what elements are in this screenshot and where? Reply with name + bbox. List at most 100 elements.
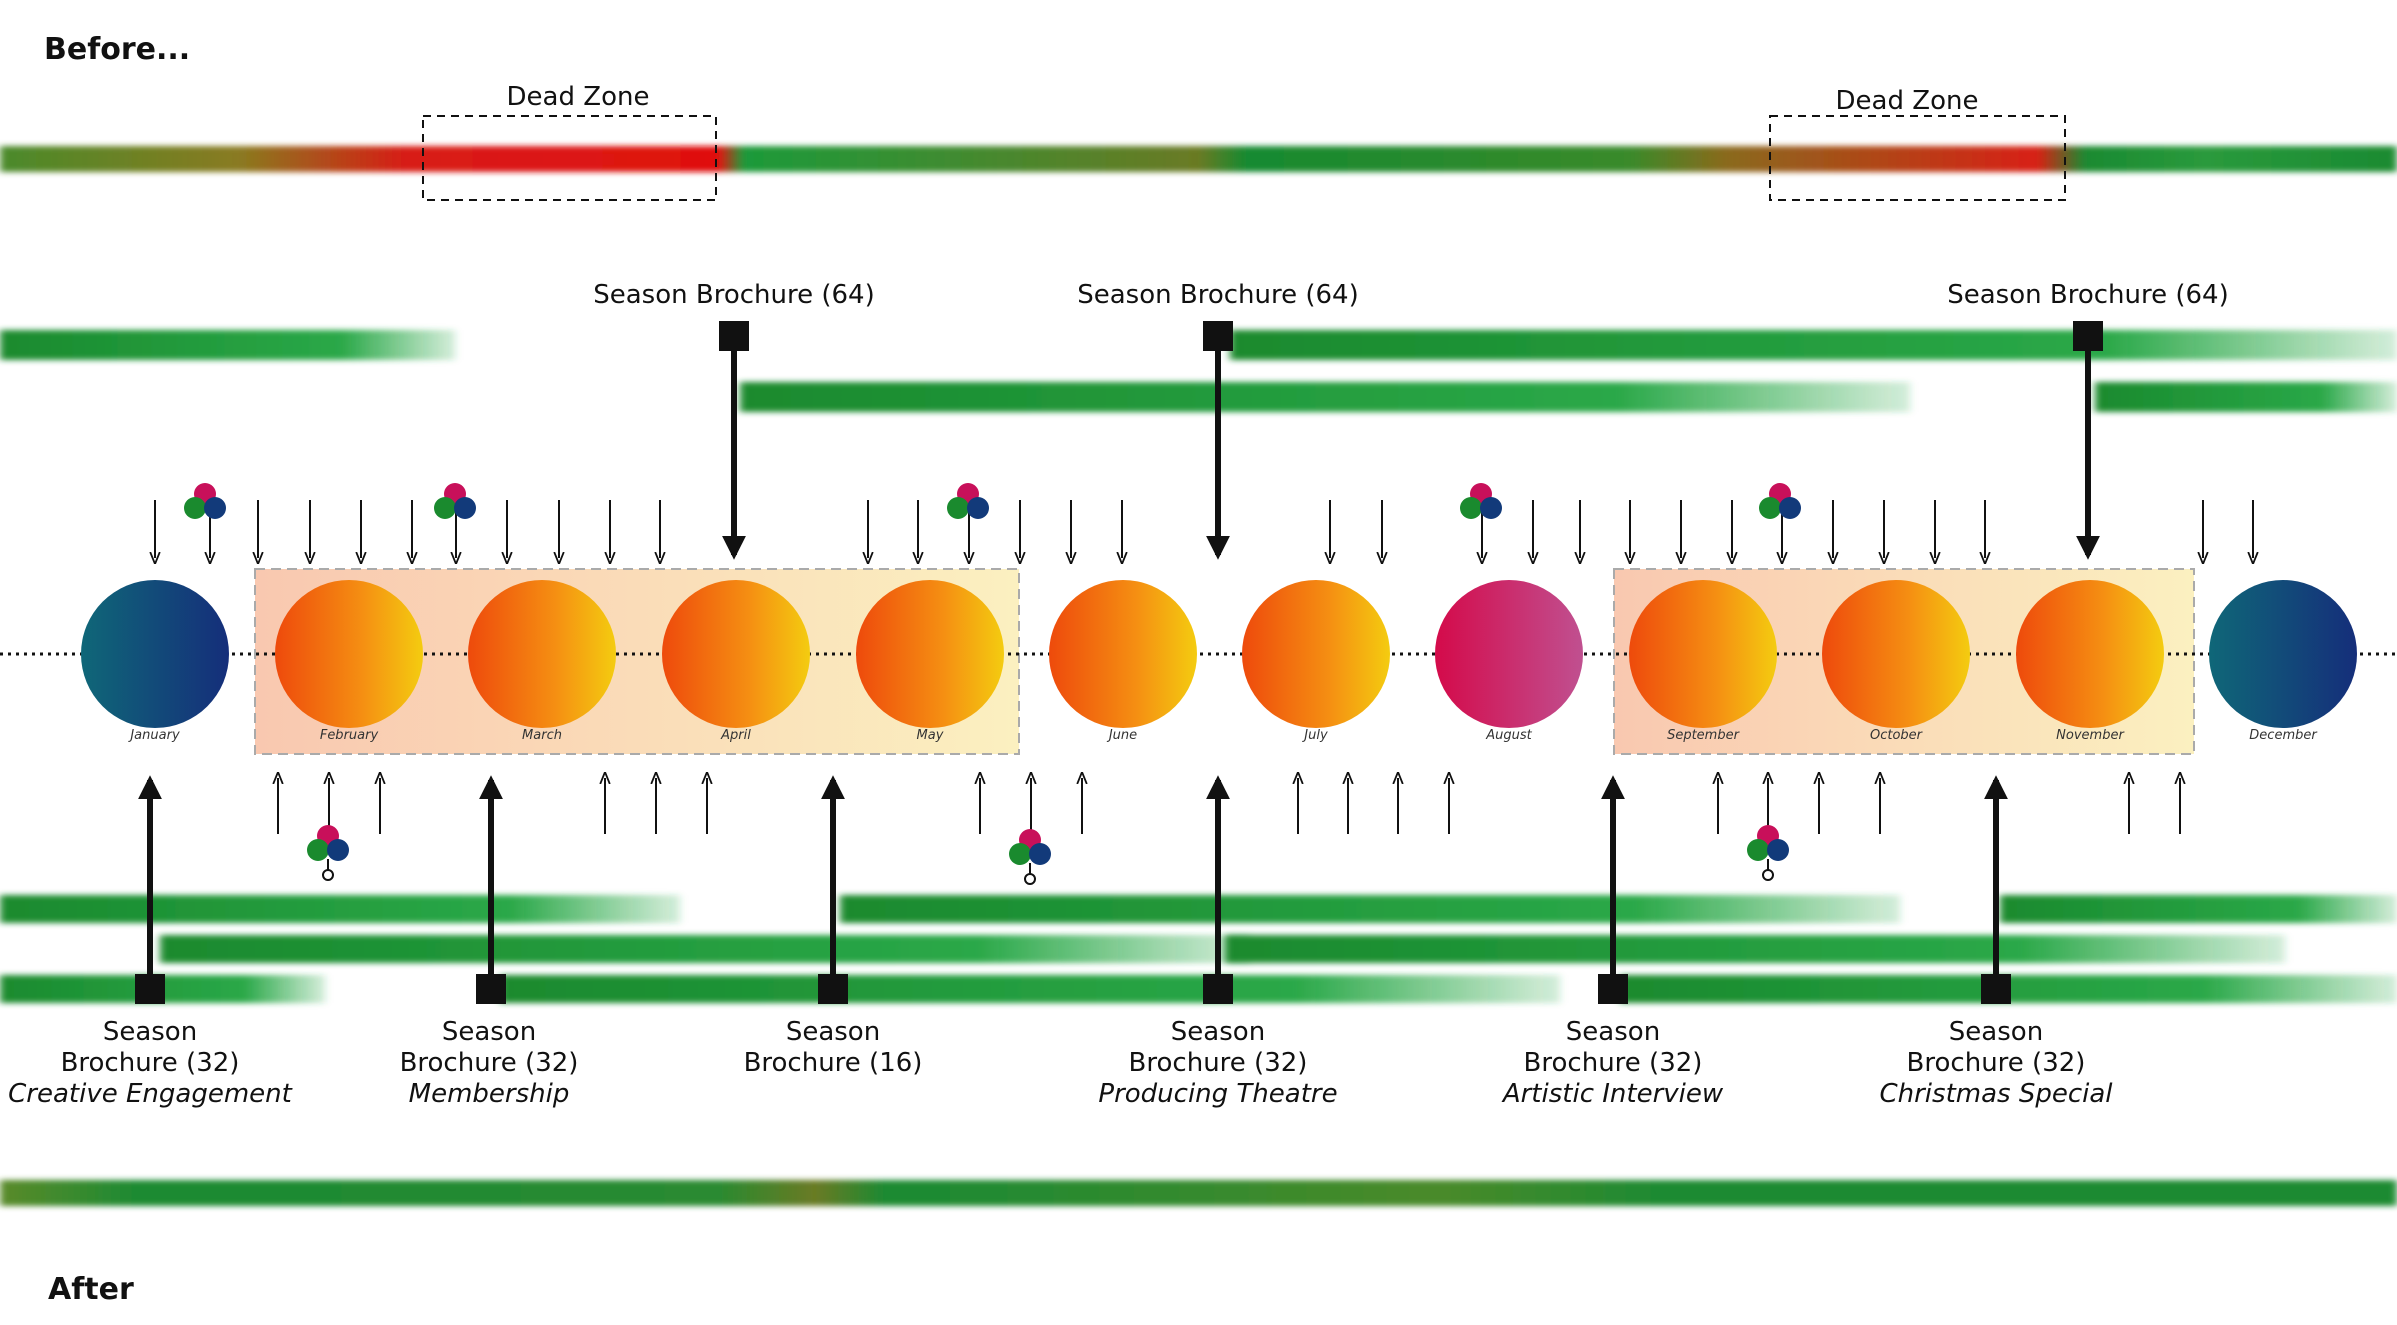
icon-dot-blue	[327, 839, 349, 861]
month-label-november: November	[2056, 728, 2124, 743]
brochure-line2: Brochure (32)	[60, 1048, 240, 1078]
brochure-square	[1203, 974, 1233, 1004]
bottom-activity-bar	[1225, 935, 2285, 963]
icon-dot-blue	[1767, 839, 1789, 861]
month-circle-december	[2209, 580, 2357, 728]
month-circle-july	[1242, 580, 1390, 728]
bottom-activity-bar	[840, 895, 1900, 923]
brochure-subtitle: Producing Theatre	[1098, 1079, 1338, 1109]
bottom-brochure-label-5: Season Brochure (32) Artistic Interview	[1503, 1017, 1723, 1110]
brochure-line1: Season	[785, 1017, 881, 1047]
brochure-square	[476, 974, 506, 1004]
bottom-activity-bar	[500, 975, 1560, 1003]
brochure-subtitle: Membership	[408, 1079, 570, 1109]
month-label-may: May	[916, 728, 944, 743]
month-circle-september	[1629, 580, 1777, 728]
month-label-october: October	[1869, 728, 1923, 743]
brochure-line2: Brochure (32)	[399, 1048, 579, 1078]
month-circle-april	[662, 580, 810, 728]
brochure-line2: Brochure (32)	[1906, 1048, 2086, 1078]
icon-dot-blue	[1480, 497, 1502, 519]
bottom-activity-bar	[160, 935, 1250, 963]
tri-circle-icon	[1747, 825, 1789, 881]
icon-dot-blue	[967, 497, 989, 519]
bottom-brochure-label-3: Season Brochure (16)	[744, 1017, 923, 1079]
after-bar	[0, 1180, 2397, 1206]
icon-ring	[322, 869, 334, 881]
month-label-april: April	[721, 728, 751, 743]
top-activity-bar	[740, 382, 1910, 412]
month-circle-august	[1435, 580, 1583, 728]
month-label-september: September	[1667, 728, 1739, 743]
month-circle-march	[468, 580, 616, 728]
icon-dot-green	[1759, 497, 1781, 519]
icon-dot-green	[1009, 843, 1031, 865]
month-label-march: March	[522, 728, 562, 743]
brochure-square	[1981, 974, 2011, 1004]
month-label-june: June	[1108, 728, 1138, 743]
brochure-subtitle: Artistic Interview	[1502, 1079, 1724, 1109]
month-label-january: January	[130, 728, 180, 743]
month-circle-february	[275, 580, 423, 728]
icon-dot-green	[434, 497, 456, 519]
dead-zone-box-2	[1769, 115, 2066, 201]
icon-dot-blue	[1029, 843, 1051, 865]
brochure-square	[135, 974, 165, 1004]
icon-dot-green	[947, 497, 969, 519]
bottom-activity-bar	[2000, 895, 2397, 923]
before-bar	[0, 146, 2397, 172]
brochure-line1: Season	[1948, 1017, 2044, 1047]
brochure-line1: Season	[441, 1017, 537, 1047]
tri-circle-icon	[1009, 829, 1051, 885]
icon-dot-green	[1747, 839, 1769, 861]
brochure-square	[1203, 321, 1233, 351]
icon-dot-green	[184, 497, 206, 519]
tri-circle-icon	[434, 483, 476, 519]
icon-ring	[1762, 869, 1774, 881]
top-activity-bar	[2095, 382, 2397, 412]
brochure-line2: Brochure (32)	[1128, 1048, 1308, 1078]
month-label-august: August	[1486, 728, 1532, 743]
brochure-line2: Brochure (16)	[743, 1048, 923, 1078]
top-brochure-label-1: Season Brochure (64)	[593, 280, 875, 310]
icon-ring	[1024, 873, 1036, 885]
brochure-line1: Season	[102, 1017, 198, 1047]
top-brochure-label-2: Season Brochure (64)	[1077, 280, 1359, 310]
month-label-february: February	[319, 728, 379, 743]
tri-circle-icon	[1759, 483, 1801, 519]
icon-dot-green	[1460, 497, 1482, 519]
bottom-brochure-label-2: Season Brochure (32) Membership	[400, 1017, 579, 1110]
top-brochure-label-3: Season Brochure (64)	[1947, 280, 2229, 310]
tri-circle-icon	[184, 483, 226, 519]
after-heading: After	[48, 1272, 134, 1307]
brochure-line1: Season	[1170, 1017, 1266, 1047]
bottom-brochure-label-6: Season Brochure (32) Christmas Special	[1879, 1017, 2112, 1110]
dead-zone-label-1: Dead Zone	[506, 82, 650, 112]
month-label-july: July	[1304, 728, 1328, 743]
dead-zone-label-2: Dead Zone	[1835, 86, 1979, 116]
brochure-subtitle: Creative Engagement	[8, 1079, 292, 1109]
brochure-subtitle: Christmas Special	[1879, 1079, 2113, 1109]
brochure-line2: Brochure (32)	[1523, 1048, 1703, 1078]
icon-dot-green	[307, 839, 329, 861]
tri-circle-icon	[947, 483, 989, 519]
brochure-square	[1598, 974, 1628, 1004]
month-circle-may	[856, 580, 1004, 728]
month-circle-november	[2016, 580, 2164, 728]
before-heading: Before...	[44, 32, 191, 67]
month-circle-january	[81, 580, 229, 728]
top-activity-bar	[0, 330, 455, 360]
brochure-square	[2073, 321, 2103, 351]
tri-circle-icon	[307, 825, 349, 881]
icon-dot-blue	[1779, 497, 1801, 519]
brochure-line1: Season	[1565, 1017, 1661, 1047]
month-circle-june	[1049, 580, 1197, 728]
month-circle-october	[1822, 580, 1970, 728]
brochure-square	[818, 974, 848, 1004]
icon-dot-blue	[204, 497, 226, 519]
bottom-activity-bar	[0, 895, 680, 923]
tri-circle-icon	[1460, 483, 1502, 519]
bottom-brochure-label-1: Season Brochure (32) Creative Engagement	[8, 1017, 292, 1110]
icon-dot-blue	[454, 497, 476, 519]
